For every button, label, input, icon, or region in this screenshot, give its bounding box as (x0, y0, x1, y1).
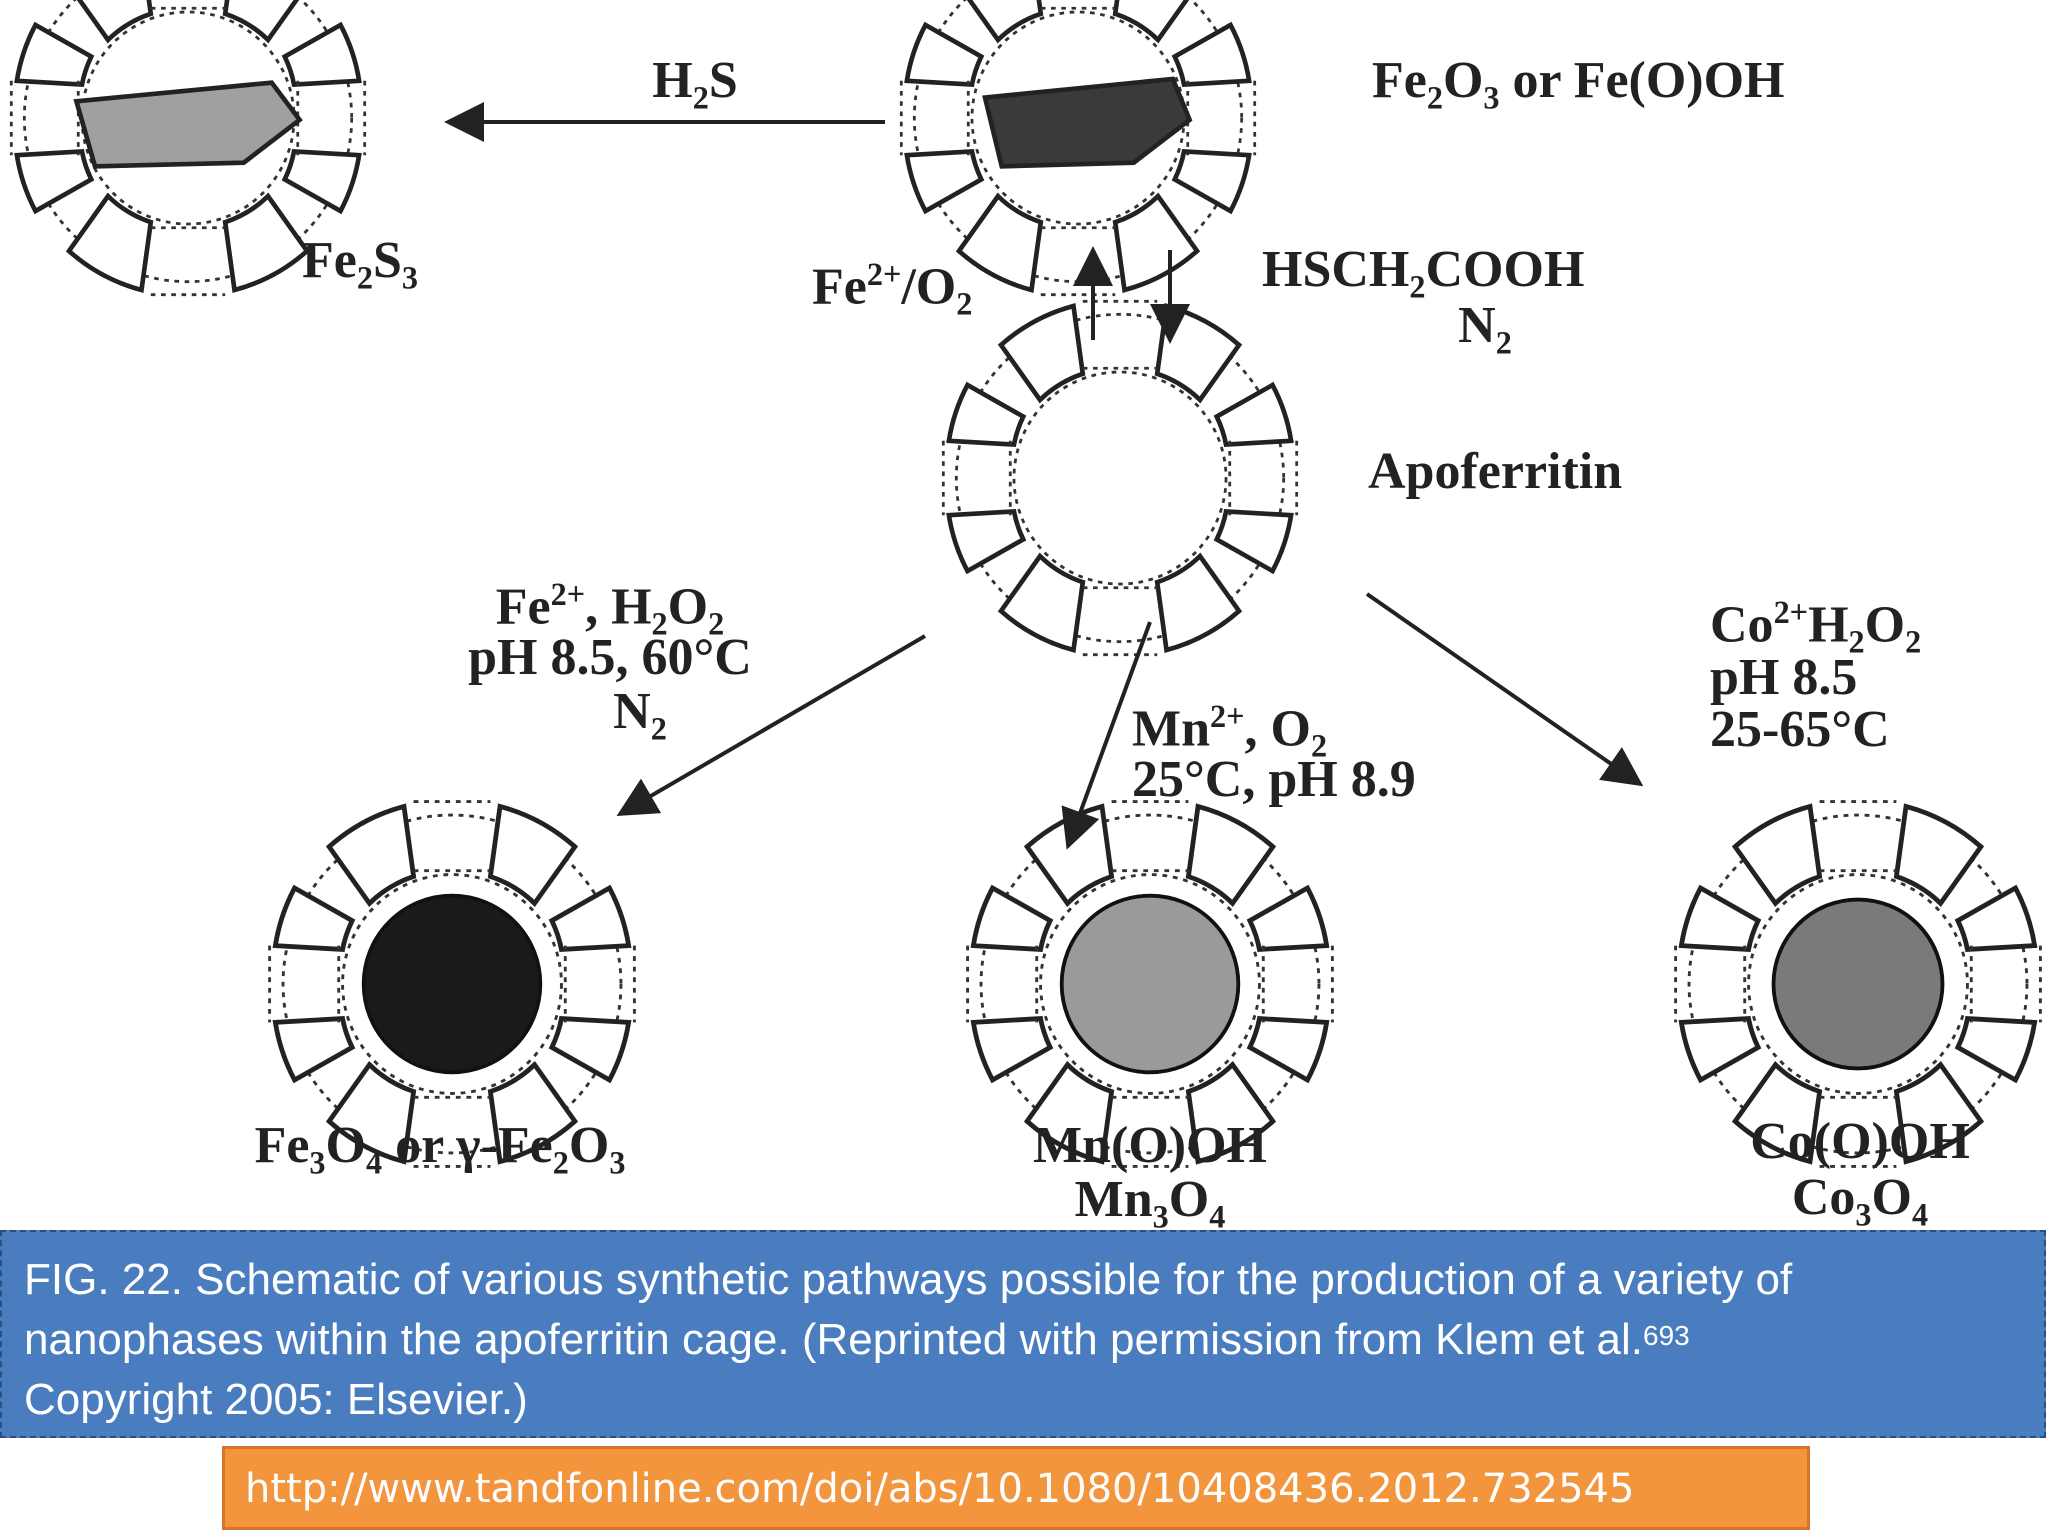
label-hsch2cooh: HSCH2COOH (1262, 241, 1585, 305)
label-iron-oxide-product: Fe2O3 or Fe(O)OH (1372, 52, 1785, 116)
label-fe-conditions: pH 8.5, 60°C (468, 629, 752, 686)
label-mn-conditions: 25°C, pH 8.9 (1132, 751, 1416, 808)
source-url-box: http://www.tandfonline.com/doi/abs/10.10… (222, 1446, 1810, 1530)
caption-copyright: Copyright 2005: Elsevier.) (24, 1375, 528, 1424)
label-h2s: H2S (652, 52, 738, 116)
label-n2-left: N2 (613, 683, 667, 747)
manganese-cage (968, 802, 1333, 1167)
figure-caption: FIG. 22. Schematic of various synthetic … (24, 1250, 2024, 1430)
apoferritin-cage (943, 301, 1296, 654)
pathway-diagram (0, 0, 2048, 1230)
fe2s3-cage (11, 0, 364, 295)
magnetite-cage (270, 802, 635, 1167)
source-url-link[interactable]: http://www.tandfonline.com/doi/abs/10.10… (245, 1466, 1635, 1512)
caption-text: FIG. 22. Schematic of various synthetic … (24, 1255, 1793, 1364)
label-fe-o2: Fe2+/O2 (812, 256, 973, 322)
label-co-reagent: Co2+H2O2 (1710, 594, 1922, 660)
cobalt-cage (1676, 802, 2041, 1167)
iron-oxide-cage (901, 0, 1254, 295)
arrow-to-magnetite (616, 634, 927, 817)
caption-reference: 693 (1643, 1320, 1690, 1351)
label-apoferritin: Apoferritin (1368, 443, 1623, 500)
label-mn-product-2: Mn3O4 (1074, 1171, 1226, 1235)
arrow-to-cobalt (1365, 592, 1644, 787)
label-n2-top: N2 (1458, 297, 1512, 361)
label-co-product-1: Co(O)OH (1750, 1113, 1970, 1170)
label-co-ph: pH 8.5 (1710, 649, 1858, 706)
label-magnetite: Fe3O4 or γ-Fe2O3 (254, 1117, 626, 1181)
label-co-product-2: Co3O4 (1791, 1169, 1929, 1233)
label-fe-h2o2: Fe2+, H2O2 (495, 576, 725, 642)
caption-box: FIG. 22. Schematic of various synthetic … (0, 1230, 2046, 1438)
label-mn-product-1: Mn(O)OH (1033, 1117, 1267, 1174)
arrow-to-manganese (1061, 621, 1152, 850)
label-fe2s3: Fe2S3 (301, 232, 418, 296)
label-co-temp: 25-65°C (1710, 701, 1890, 758)
label-mn-reagent: Mn2+, O2 (1132, 698, 1328, 764)
